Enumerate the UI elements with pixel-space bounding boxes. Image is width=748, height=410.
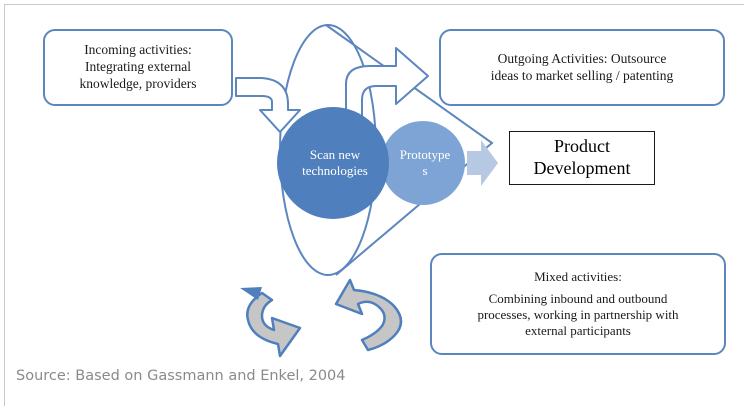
mixed-line-3: processes, working in partnership with <box>477 307 679 322</box>
mixed-line-4: external participants <box>525 323 631 339</box>
outgoing-activities-box: Outgoing Activities: Outsource ideas to … <box>439 29 725 106</box>
mixed-line-2: Combining inbound and outbound <box>488 290 668 306</box>
scan-technologies-label: Scan new technologies <box>285 143 385 183</box>
cycle-arrow-left <box>240 287 302 358</box>
incoming-line-2: Integrating external <box>84 59 192 75</box>
mixed-line-1: Mixed activities: <box>534 268 622 284</box>
scan-circle <box>277 107 389 219</box>
product-line-1: Product <box>553 136 610 157</box>
funnel-cone <box>325 24 494 276</box>
cycle-arrow-right <box>334 278 403 352</box>
outgoing-arrow <box>345 47 429 145</box>
mixed-activities-box: Mixed activities: Combining inbound and … <box>430 253 726 355</box>
figure-frame <box>4 4 744 406</box>
product-development-box: Product Development <box>509 131 655 185</box>
prototypes-line-1: Prototype <box>399 147 451 163</box>
prototypes-label: Prototype s <box>386 143 464 183</box>
outgoing-line-1: Outgoing Activities: Outsource <box>497 50 667 66</box>
product-arrow <box>467 140 498 186</box>
scan-line-2: technologies <box>302 163 368 178</box>
incoming-arrow <box>235 77 301 133</box>
prototypes-circle <box>381 121 465 205</box>
source-caption: Source: Based on Gassmann and Enkel, 200… <box>16 368 346 384</box>
scan-line-1: Scan new <box>309 147 361 163</box>
product-line-2: Development <box>533 158 631 178</box>
incoming-activities-box: Incoming activities: Integrating externa… <box>43 29 233 106</box>
incoming-line-1: Incoming activities: <box>84 42 192 58</box>
prototypes-line-2: s <box>422 163 428 178</box>
incoming-line-3: knowledge, providers <box>79 75 197 91</box>
outgoing-line-2: ideas to market selling / patenting <box>490 67 674 83</box>
